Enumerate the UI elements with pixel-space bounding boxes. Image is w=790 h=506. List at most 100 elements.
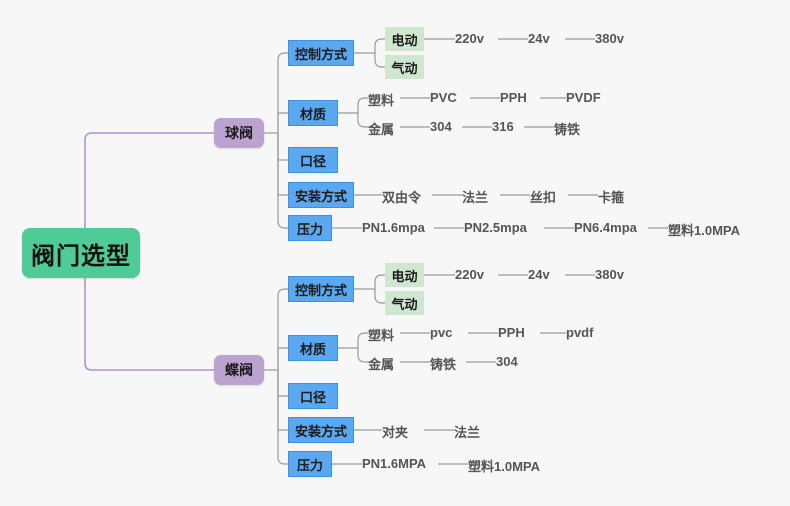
leaf-node[interactable]: PVC (430, 90, 457, 105)
leaf-label: 304 (430, 119, 452, 134)
category-node-label: 口径 (299, 389, 326, 405)
leaf-label: 304 (496, 354, 518, 369)
category-node-label: 材质 (299, 341, 326, 357)
leaf-node[interactable]: 双由令 (382, 187, 421, 206)
leaf-label: 双由令 (382, 190, 422, 205)
leaf-node[interactable]: 塑料1.0MPA (468, 456, 540, 475)
leaf-node[interactable]: 铸铁 (554, 119, 580, 138)
leaf-label: PN1.6MPA (362, 456, 427, 471)
category-node-material[interactable]: 材质 (288, 100, 338, 126)
leaf-node[interactable]: 220v (455, 31, 484, 46)
group-node-pneumatic[interactable]: 气动 (385, 55, 424, 79)
leaf-node[interactable]: 塑料1.0MPA (668, 220, 740, 239)
group-node-label: 金属 (368, 122, 395, 137)
leaf-label: 卡箍 (598, 190, 625, 205)
leaf-label: 法兰 (454, 425, 481, 440)
root-node-label: 阀门选型 (31, 242, 131, 270)
leaf-node[interactable]: PN2.5mpa (464, 220, 527, 235)
category-node-installation[interactable]: 安装方式 (288, 417, 354, 443)
leaf-label: 380v (595, 31, 624, 46)
leaf-node[interactable]: PN1.6mpa (362, 220, 425, 235)
category-node-label: 控制方式 (294, 282, 347, 298)
category-node-label: 材质 (299, 106, 326, 122)
leaf-node[interactable]: 卡箍 (598, 187, 624, 206)
leaf-label: pvdf (566, 325, 594, 340)
leaf-label: PPH (498, 325, 525, 340)
root-node[interactable]: 阀门选型 (22, 228, 140, 278)
leaf-node[interactable]: 380v (595, 31, 624, 46)
leaf-label: 316 (492, 119, 514, 134)
category-node-pressure[interactable]: 压力 (288, 451, 332, 477)
leaf-node[interactable]: 铸铁 (430, 354, 456, 373)
leaf-label: 铸铁 (554, 122, 581, 137)
branch-node-butterfly-valve[interactable]: 蝶阀 (214, 355, 264, 385)
group-node-electric[interactable]: 电动 (385, 263, 424, 287)
branch-node-ball-valve[interactable]: 球阀 (214, 118, 264, 148)
category-node-label: 安装方式 (294, 423, 347, 439)
leaf-node[interactable]: pvdf (566, 325, 593, 340)
leaf-node[interactable]: 24v (528, 267, 550, 282)
category-node-material[interactable]: 材质 (288, 335, 338, 361)
group-node-label: 气动 (391, 296, 418, 312)
group-node-electric[interactable]: 电动 (385, 27, 424, 51)
leaf-label: pvc (430, 325, 453, 340)
branch-node-label: 蝶阀 (225, 362, 253, 378)
group-node-label: 电动 (391, 32, 418, 48)
category-node-label: 控制方式 (294, 46, 347, 62)
category-node-label: 压力 (296, 221, 323, 237)
leaf-label: 铸铁 (430, 357, 457, 372)
leaf-node[interactable]: 法兰 (462, 187, 488, 206)
group-node-label: 气动 (391, 60, 418, 76)
leaf-node[interactable]: 380v (595, 267, 624, 282)
leaf-node[interactable]: PPH (500, 90, 527, 105)
group-node-pneumatic[interactable]: 气动 (385, 291, 424, 315)
leaf-label: 220v (455, 267, 484, 282)
category-node-diameter[interactable]: 口径 (288, 383, 338, 409)
group-node-label: 塑料 (368, 328, 395, 343)
leaf-node[interactable]: PPH (498, 325, 525, 340)
category-node-control-method[interactable]: 控制方式 (288, 40, 354, 66)
leaf-node[interactable]: 24v (528, 31, 550, 46)
leaf-node[interactable]: 法兰 (454, 422, 480, 441)
leaf-label: 丝扣 (530, 190, 557, 205)
group-node-plastic[interactable]: 塑料 (368, 90, 394, 109)
leaf-label: PN1.6mpa (362, 220, 425, 235)
leaf-label: PVC (430, 90, 457, 105)
branch-node-label: 球阀 (225, 125, 253, 141)
group-node-metal[interactable]: 金属 (368, 354, 394, 373)
leaf-label: 24v (528, 31, 550, 46)
leaf-node[interactable]: 304 (430, 119, 452, 134)
leaf-label: PN2.5mpa (464, 220, 527, 235)
leaf-node[interactable]: 丝扣 (530, 187, 556, 206)
category-node-label: 口径 (299, 153, 326, 169)
leaf-node[interactable]: PN1.6MPA (362, 456, 426, 471)
group-node-label: 电动 (391, 268, 418, 284)
leaf-node[interactable]: PN6.4mpa (574, 220, 637, 235)
category-node-control-method[interactable]: 控制方式 (288, 276, 354, 302)
group-node-label: 塑料 (368, 93, 395, 108)
leaf-node[interactable]: 220v (455, 267, 484, 282)
leaf-label: 220v (455, 31, 484, 46)
leaf-label: PVDF (566, 90, 601, 105)
leaf-label: PPH (500, 90, 527, 105)
leaf-label: 24v (528, 267, 550, 282)
leaf-label: 法兰 (462, 190, 489, 205)
leaf-label: 塑料1.0MPA (668, 223, 740, 238)
category-node-diameter[interactable]: 口径 (288, 147, 338, 173)
leaf-label: 380v (595, 267, 624, 282)
group-node-metal[interactable]: 金属 (368, 119, 394, 138)
category-node-installation[interactable]: 安装方式 (288, 182, 354, 208)
category-node-pressure[interactable]: 压力 (288, 215, 332, 241)
category-node-label: 压力 (296, 457, 323, 473)
group-node-plastic[interactable]: 塑料 (368, 325, 394, 344)
leaf-label: 对夹 (382, 425, 409, 440)
leaf-node[interactable]: 316 (492, 119, 514, 134)
leaf-node[interactable]: 304 (496, 354, 518, 369)
group-node-label: 金属 (368, 357, 395, 372)
leaf-label: PN6.4mpa (574, 220, 637, 235)
leaf-label: 塑料1.0MPA (468, 459, 540, 474)
leaf-node[interactable]: 对夹 (382, 422, 408, 441)
leaf-node[interactable]: PVDF (566, 90, 601, 105)
leaf-node[interactable]: pvc (430, 325, 452, 340)
